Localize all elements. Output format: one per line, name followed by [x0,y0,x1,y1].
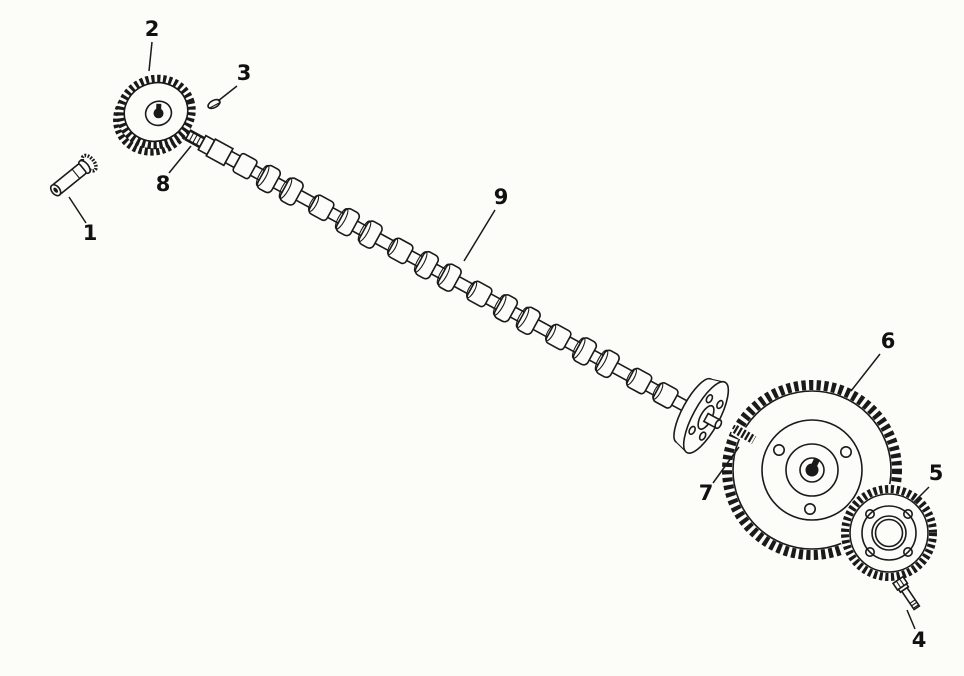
callout-leader-7 [712,446,740,484]
part-camshaft-gear [113,74,196,156]
callout-leader-4 [906,609,916,630]
part-camshaft [184,129,730,454]
callout-leader-1 [68,196,87,224]
callout-label-2: 2 [145,17,160,41]
callout-label-7: 7 [699,481,714,505]
keyway-bore [153,103,164,119]
callout-leader-6 [850,353,881,392]
callout-leader-2 [148,41,153,72]
callout-layer: 1 2 3 4 5 6 7 8 9 [68,17,944,652]
callout-label-9: 9 [494,185,509,209]
part-drive-gear-small [840,484,938,582]
keyway-bore [805,457,821,477]
part-spring [730,422,759,447]
part-plug-screw [49,153,98,197]
callout-leader-8 [168,145,192,174]
callout-label-3: 3 [237,61,252,85]
callout-label-4: 4 [912,628,927,652]
callout-leader-3 [217,85,238,102]
callout-label-6: 6 [881,329,896,353]
part-hex-bolt [891,575,921,611]
callout-leader-9 [463,209,496,262]
part-key [207,98,221,110]
callout-leader-5 [912,486,930,504]
callout-label-8: 8 [156,172,171,196]
callout-label-5: 5 [929,461,944,485]
callout-label-1: 1 [83,221,98,245]
